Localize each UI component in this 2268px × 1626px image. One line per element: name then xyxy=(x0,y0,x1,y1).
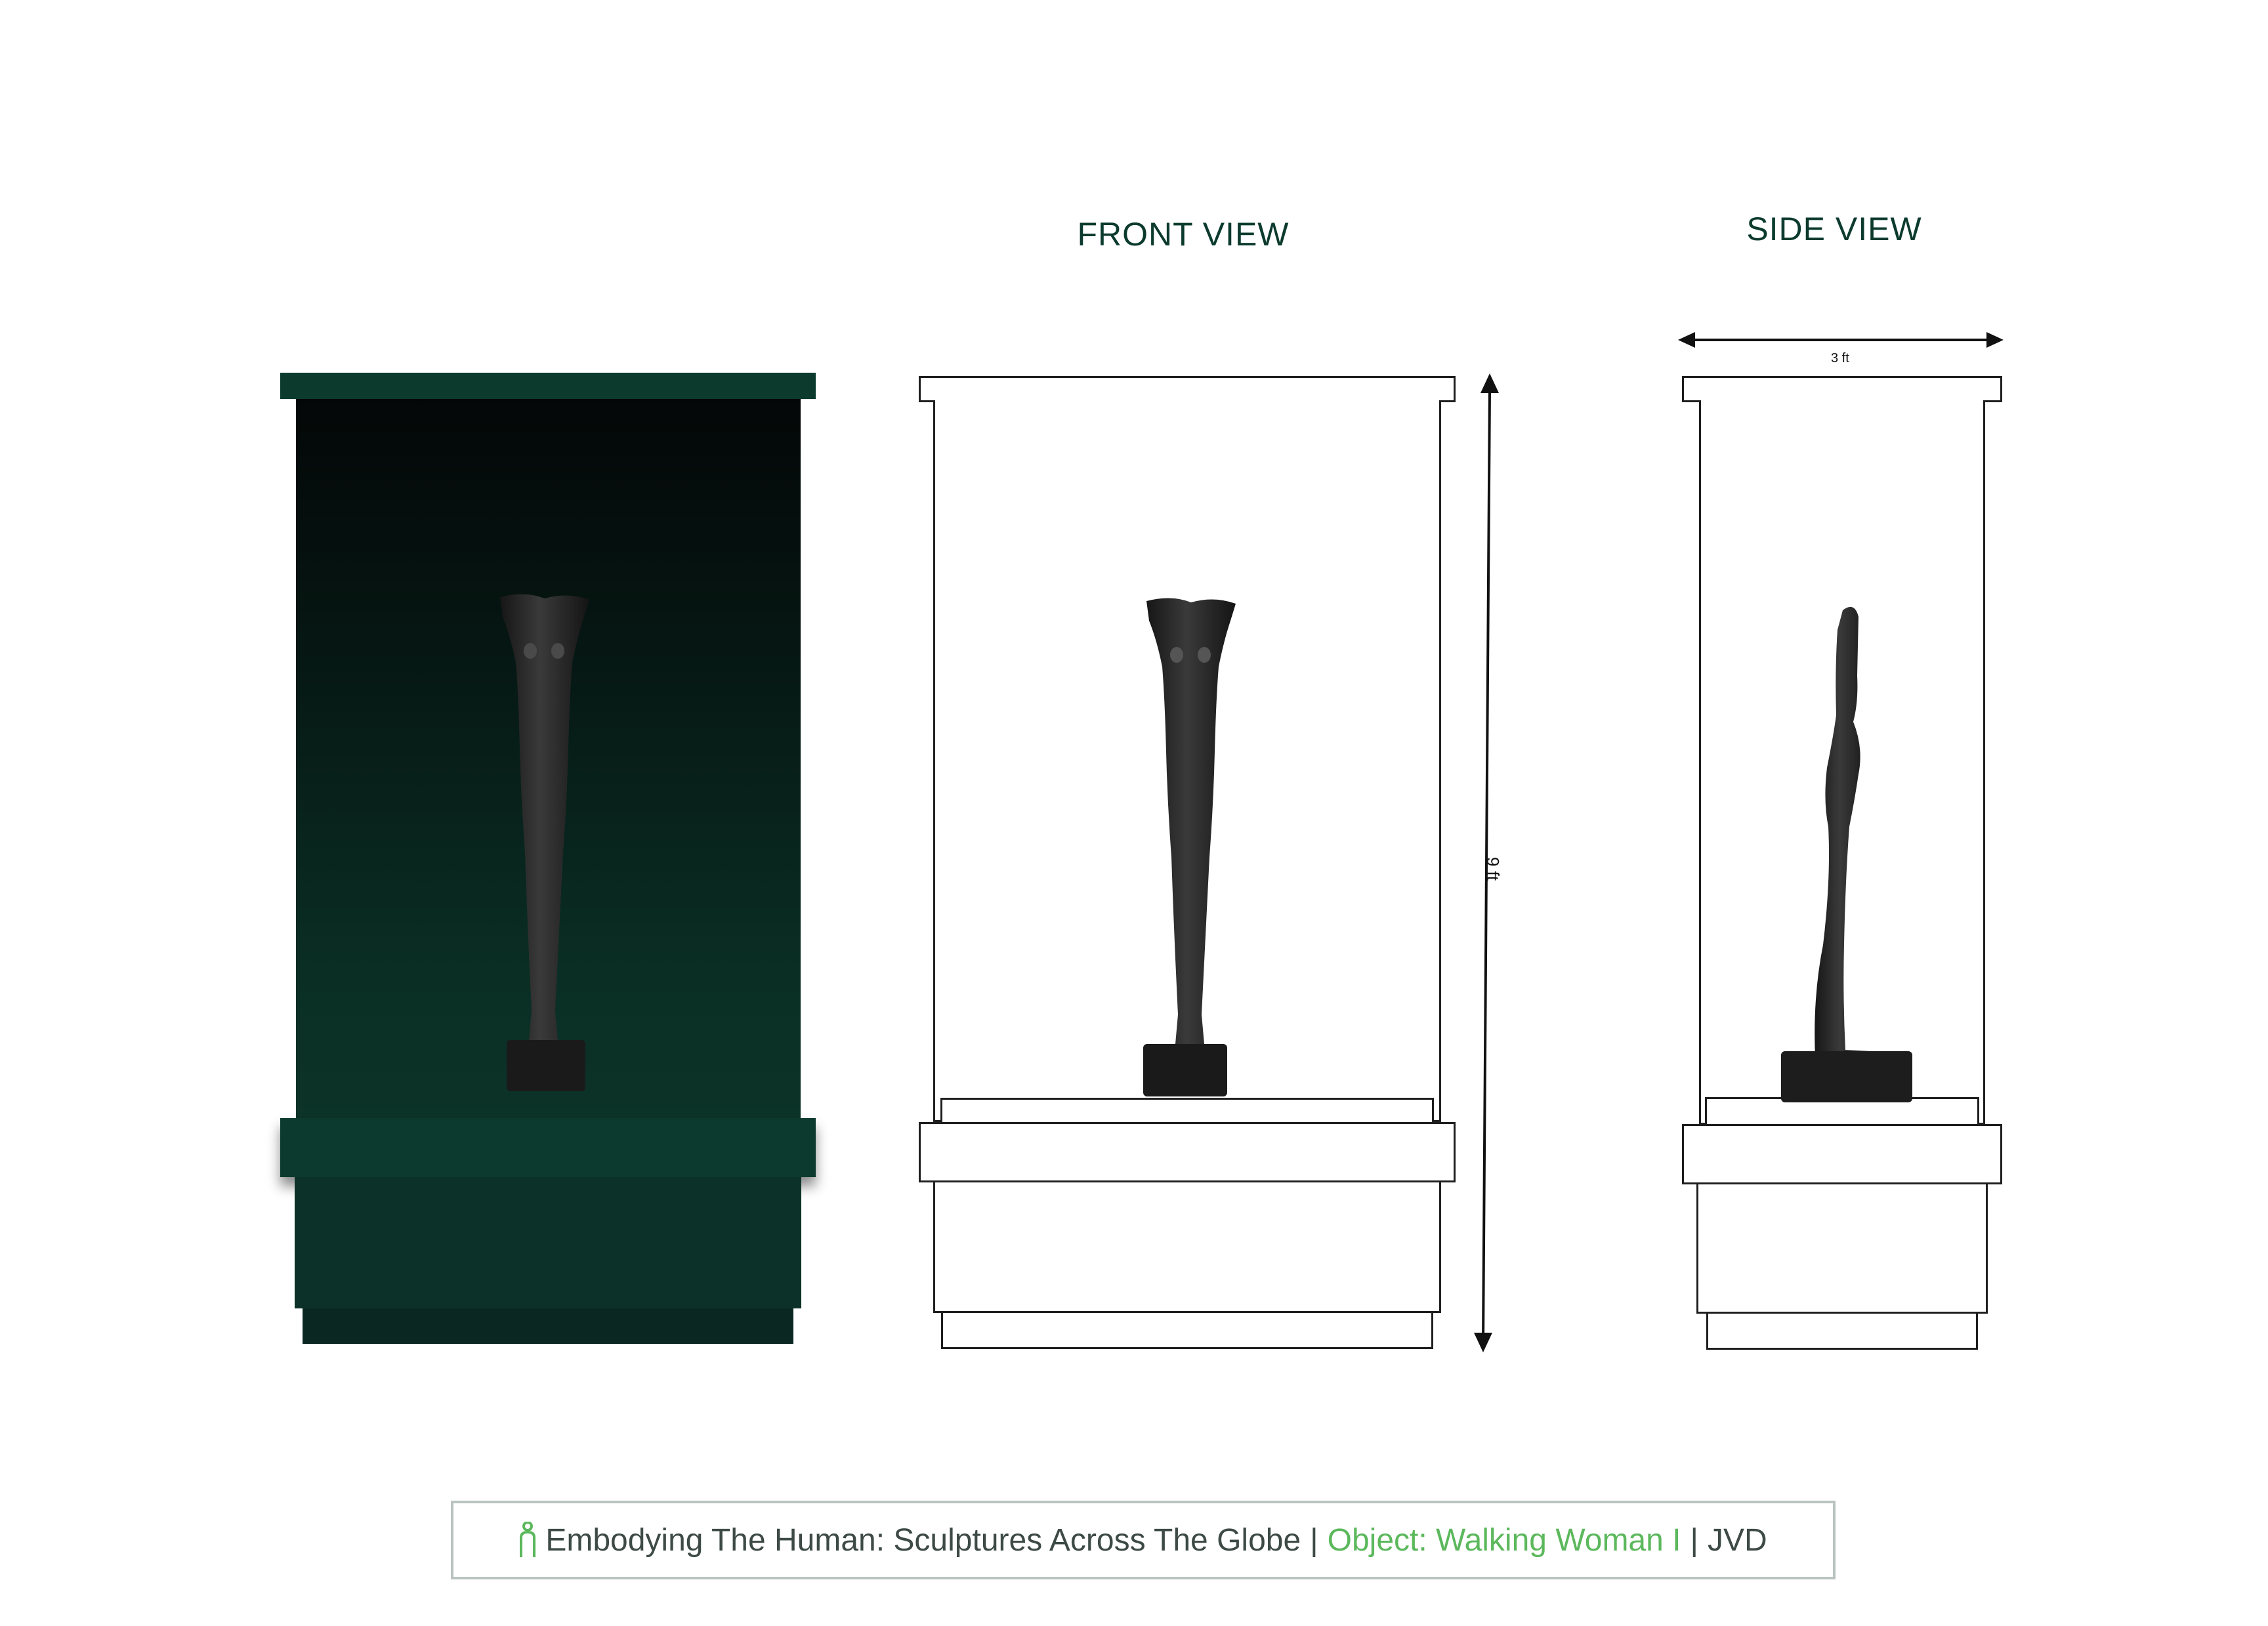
side-case-ledge xyxy=(1682,1124,2002,1184)
front-case-top xyxy=(919,376,1456,402)
person-icon xyxy=(520,1522,536,1557)
footer-separator: | xyxy=(1310,1522,1318,1558)
footer-separator: | xyxy=(1690,1522,1698,1558)
front-case-foot xyxy=(941,1311,1433,1349)
front-view-heading: FRONT VIEW xyxy=(1077,216,1290,253)
width-dimension-label: 3 ft xyxy=(1831,351,1849,365)
width-dimension-arrow xyxy=(1678,332,2004,348)
sculpture-side-view xyxy=(1781,606,1912,1102)
object-name: Object: Walking Woman I xyxy=(1327,1522,1681,1558)
side-case-foot xyxy=(1706,1312,1978,1350)
case-base xyxy=(295,1177,801,1308)
side-view-heading: SIDE VIEW xyxy=(1746,211,1922,247)
case-plinth-ledge xyxy=(280,1118,816,1177)
case-base-foot xyxy=(303,1308,793,1344)
side-case-top xyxy=(1682,376,2002,402)
case-top-cap xyxy=(280,373,816,399)
author-initials: JVD xyxy=(1707,1522,1767,1558)
side-case-base xyxy=(1696,1182,1988,1314)
sculpture-front-rendered xyxy=(500,594,589,1091)
height-dimension-label: 9 ft xyxy=(1483,857,1503,881)
front-case-base xyxy=(933,1180,1441,1313)
front-case-inner-plinth xyxy=(940,1098,1434,1124)
front-case-ledge xyxy=(919,1122,1456,1182)
sculpture-front-view xyxy=(1143,598,1236,1096)
height-dimension-arrow xyxy=(1474,373,1499,1352)
exhibition-title: Embodying The Human: Sculptures Across T… xyxy=(545,1522,1301,1558)
footer-caption-bar: Embodying The Human: Sculptures Across T… xyxy=(451,1501,1836,1579)
